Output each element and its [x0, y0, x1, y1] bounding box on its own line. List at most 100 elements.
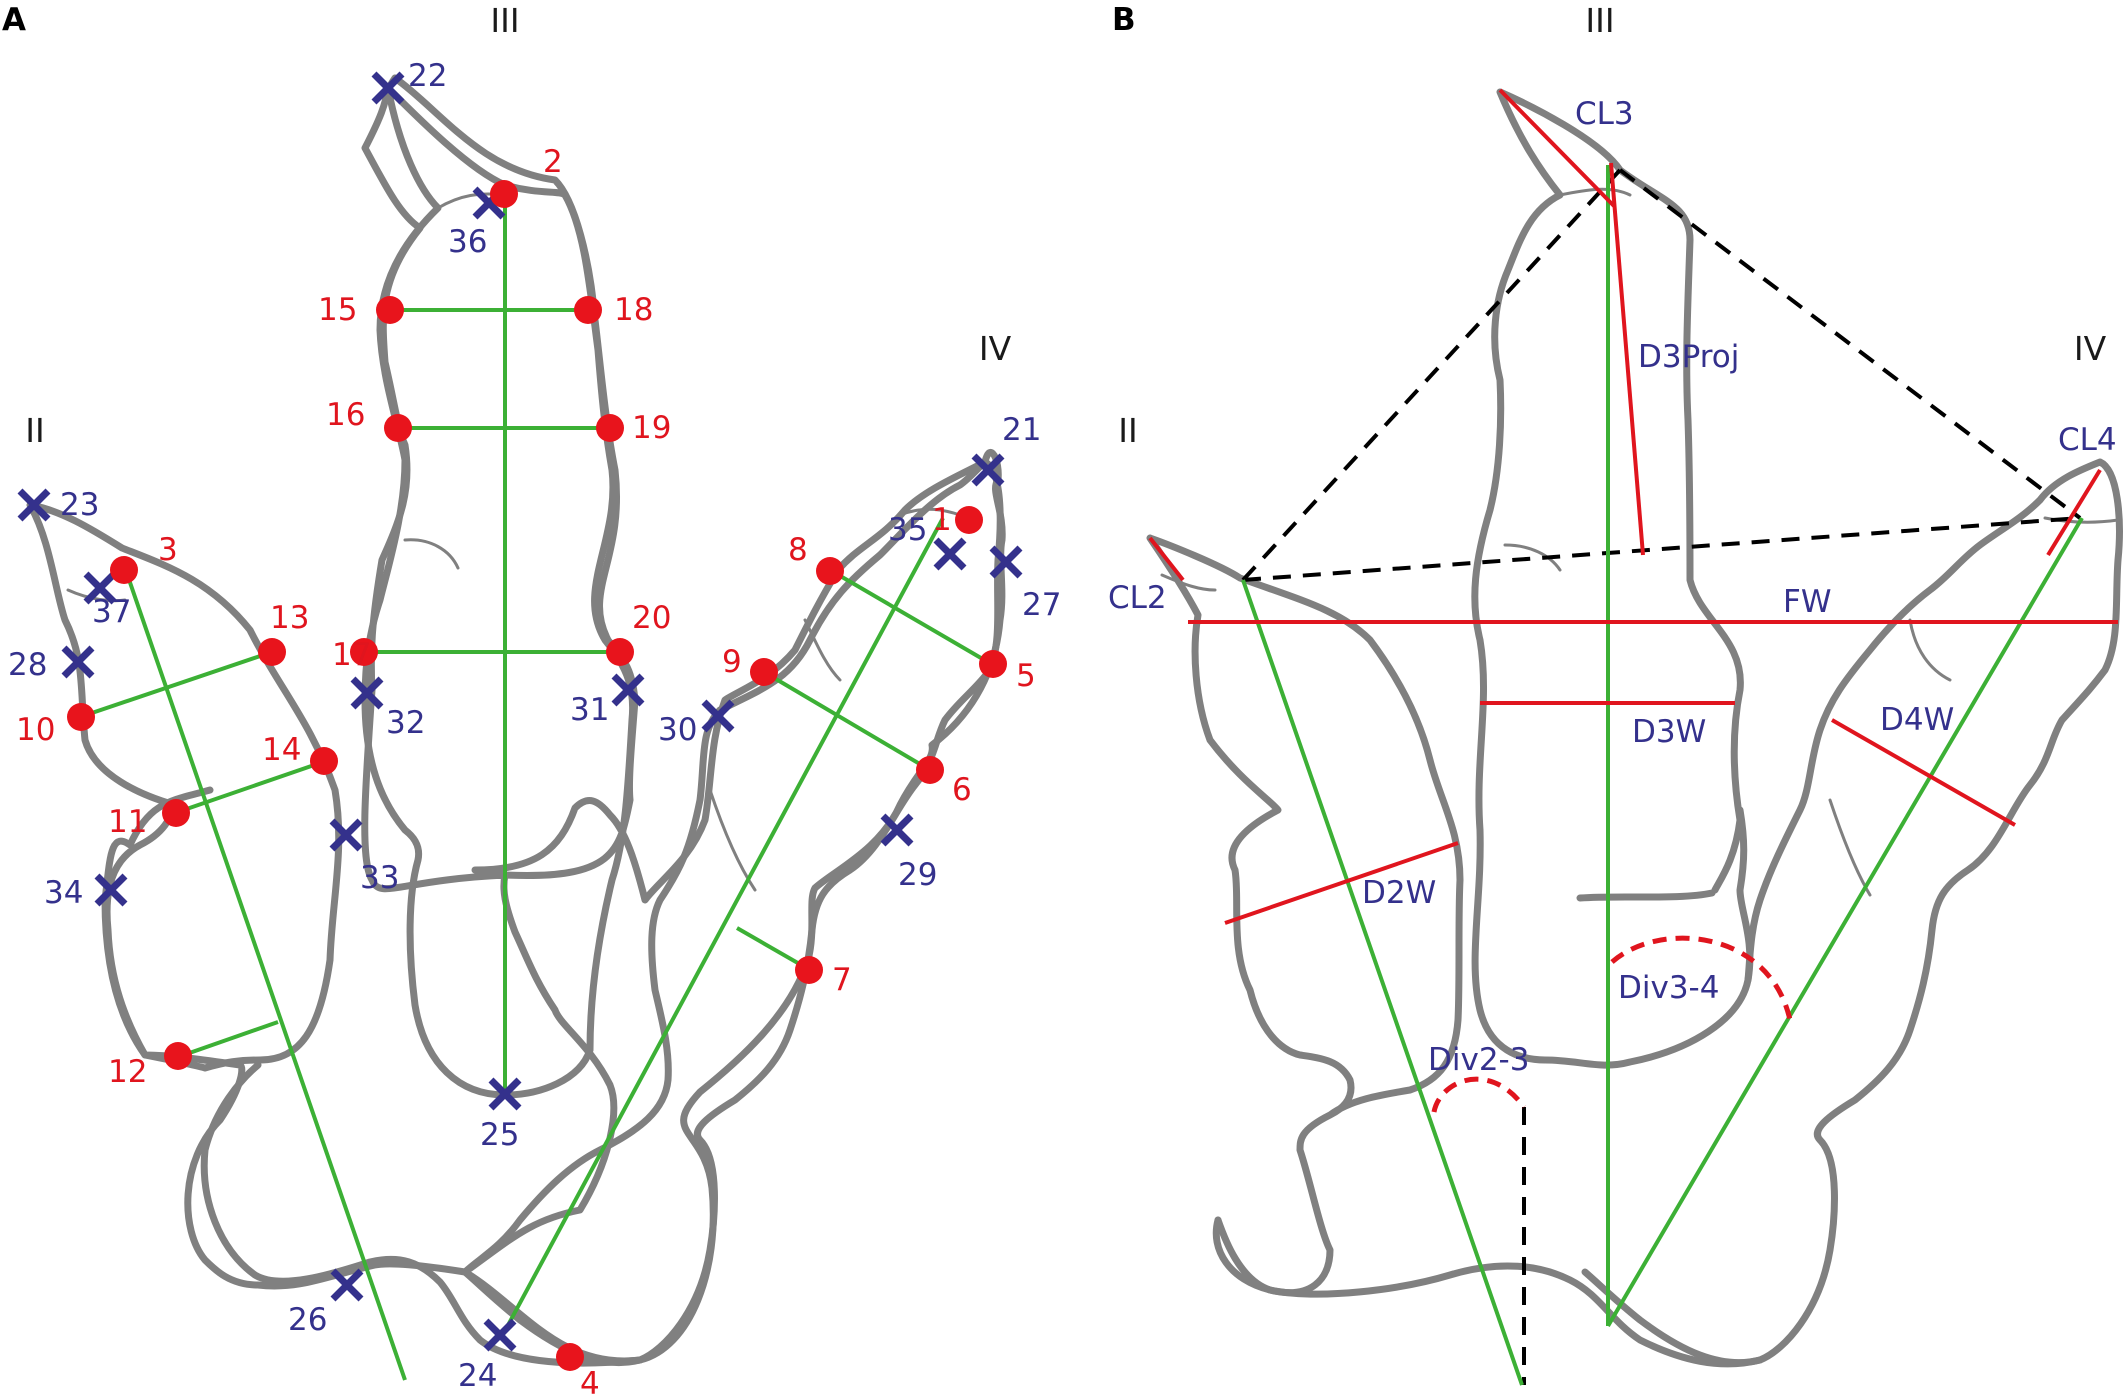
panel-b-cl4-line — [2046, 468, 2102, 557]
label-25: 25 — [480, 1117, 519, 1153]
panel-b-digit-iii-base — [1576, 889, 1716, 902]
panel-b-palm-outline — [1212, 1216, 1764, 1368]
panel-b-crease-iii-proximal — [1558, 187, 1632, 197]
panel-b-digit-iii-outline — [1471, 88, 1754, 1069]
label-28: 28 — [8, 647, 47, 683]
label-9: 9 — [722, 644, 742, 680]
panel-b: B III II IV — [1108, 1, 2123, 1386]
label-d4w: D4W — [1880, 702, 1954, 738]
label-3: 3 — [158, 532, 178, 568]
label-34: 34 — [44, 875, 83, 911]
label-33: 33 — [360, 860, 399, 896]
panel-b-d2w-line — [1224, 841, 1459, 925]
label-36: 36 — [448, 224, 487, 260]
label-10: 10 — [16, 712, 55, 748]
panel-a-width-8-5 — [828, 568, 995, 667]
label-8: 8 — [788, 532, 808, 568]
label-cl2: CL2 — [1108, 580, 1167, 616]
label-21: 21 — [1002, 412, 1041, 448]
panel-a-red-labels: 1 2 3 4 5 6 7 8 9 10 11 12 13 14 15 16 1… — [16, 144, 1036, 1394]
panel-a-blue-landmarks — [17, 71, 1023, 1352]
panel-a-width-9-6 — [762, 670, 932, 772]
label-27: 27 — [1022, 587, 1061, 623]
label-16: 16 — [326, 397, 365, 433]
label-26: 26 — [288, 1302, 327, 1338]
panel-b-digit-iv-outline — [1581, 458, 2123, 1367]
label-17: 17 — [332, 637, 371, 673]
panel-b-d3proj-line — [1609, 162, 1645, 556]
panel-a-width-12 — [177, 1020, 279, 1059]
panel-a-digit-iii-label: III — [490, 1, 519, 40]
label-11: 11 — [108, 804, 147, 840]
label-2: 2 — [543, 144, 563, 180]
label-24: 24 — [458, 1358, 497, 1394]
panel-a-crease-iv-prox — [708, 788, 757, 892]
panel-b-digit-iv-label: IV — [2074, 329, 2107, 368]
panel-b-dashed-cl3-cl4 — [1618, 168, 2082, 520]
panel-b-div34-arc — [1610, 935, 1793, 1021]
panel-a-palm-outline — [200, 1061, 644, 1367]
label-19: 19 — [632, 410, 671, 446]
panel-a-crease-ii-distal — [66, 588, 127, 603]
label-37: 37 — [92, 594, 131, 630]
panel-b-crease-iv-prox — [1828, 798, 1872, 897]
label-35: 35 — [888, 512, 927, 548]
label-22: 22 — [408, 58, 447, 94]
panel-a-blue-labels: 21 22 23 24 25 26 27 28 29 30 31 32 33 3… — [8, 58, 1061, 1394]
panel-b-letter: B — [1112, 2, 1136, 38]
label-d3w: D3W — [1632, 714, 1706, 750]
panel-a-width-11-14 — [174, 760, 324, 815]
panel-a-crease-iv-mid — [803, 618, 842, 682]
panel-a-digit-ii-outline — [26, 501, 343, 1072]
panel-a-letter: A — [2, 2, 26, 38]
label-29: 29 — [898, 857, 937, 893]
panel-b-measure-labels: CL2 CL3 CL4 D3Proj FW D2W D3W D4W Div2-3… — [1108, 96, 2117, 1078]
panel-a-footprint-outline — [101, 74, 1006, 1365]
panel-a-axis-digit-ii — [123, 567, 407, 1381]
panel-b-d4w-line — [1831, 718, 2016, 827]
label-cl4: CL4 — [2058, 422, 2117, 458]
panel-a-red-landmarks — [67, 180, 1007, 1371]
label-15: 15 — [318, 292, 357, 328]
panel-a: A III II IV — [2, 1, 1061, 1394]
panel-a-crease-iv-distal — [898, 507, 962, 517]
label-7: 7 — [832, 962, 852, 998]
label-20: 20 — [632, 600, 671, 636]
panel-b-crease-ii-distal — [1160, 573, 1217, 592]
panel-b-digit-iii-label: III — [1585, 1, 1614, 40]
label-31: 31 — [570, 692, 609, 728]
panel-a-digit-ii-label: II — [25, 411, 44, 450]
label-d2w: D2W — [1362, 875, 1436, 911]
panel-b-div23-arc — [1431, 1076, 1527, 1113]
label-d3proj: D3Proj — [1638, 339, 1739, 375]
panel-b-axis-digit-iv — [1606, 516, 2084, 1328]
panel-b-axis-digit-ii — [1241, 579, 1524, 1386]
panel-b-dashed-cl2-cl4 — [1242, 516, 2081, 582]
panel-b-crease-iv-mid — [1908, 618, 1952, 682]
label-cl3: CL3 — [1575, 96, 1634, 132]
label-12: 12 — [108, 1054, 147, 1090]
label-30: 30 — [658, 712, 697, 748]
label-4: 4 — [580, 1366, 600, 1394]
label-fw: FW — [1783, 584, 1831, 620]
label-5: 5 — [1016, 658, 1036, 694]
panel-a-digit-iv-label: IV — [979, 329, 1012, 368]
label-13: 13 — [270, 600, 309, 636]
panel-b-digit-ii-outline — [1146, 534, 1464, 1297]
panel-b-cl2-line — [1148, 536, 1185, 582]
label-1: 1 — [932, 502, 952, 538]
panel-a-axis-digit-iv — [498, 517, 945, 1341]
panel-a-width-10-13 — [79, 650, 273, 719]
label-6: 6 — [952, 772, 972, 808]
label-div23: Div2-3 — [1428, 1042, 1529, 1078]
label-23: 23 — [60, 487, 99, 523]
panel-b-cl3-line — [1498, 88, 1616, 208]
label-18: 18 — [614, 292, 653, 328]
label-div34: Div3-4 — [1618, 970, 1719, 1006]
label-32: 32 — [386, 705, 425, 741]
panel-a-digit-iii-outline — [361, 84, 637, 1099]
label-14: 14 — [262, 732, 301, 768]
panel-b-digit-ii-label: II — [1118, 411, 1137, 450]
